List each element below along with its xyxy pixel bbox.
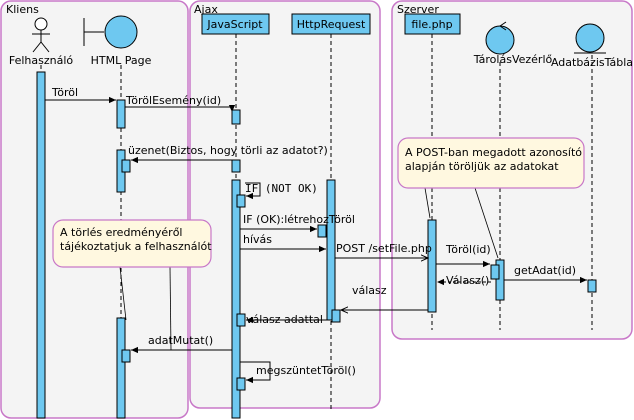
msg-if-ok: IF (OK):létrehozTöröl <box>243 213 355 226</box>
msg-valasz-func: Válasz() <box>446 274 489 287</box>
actor-felhasznalo: Felhasználó <box>9 17 74 67</box>
lane-title-szerver: Szerver <box>397 3 439 16</box>
note-post-line2: alapján töröljük az adatokat <box>405 160 559 173</box>
lane-kliens: Kliens <box>0 0 189 419</box>
actor-adatbazis-tabla: AdatbázisTábla <box>551 23 633 69</box>
msg-uzenet: üzenet(Biztos, hogy törli az adatot?) <box>128 144 328 157</box>
msg-valasz-adattal: válasz adattal <box>246 313 323 326</box>
msg-torol-esemeny: TörölEsemény(id) <box>125 94 221 107</box>
msg-megszuntet-torol: megszüntetTöröl() <box>256 364 356 377</box>
actor-label-adatbazis-tabla: AdatbázisTábla <box>551 56 633 69</box>
msg-adat-mutat: adatMutat() <box>148 334 213 347</box>
actor-tarolas-vezerlo: TárolásVezérlő <box>473 21 553 66</box>
entity-icon <box>574 23 606 54</box>
actor-label-html-page: HTML Page <box>91 54 152 67</box>
activation-bars <box>36 71 597 419</box>
msg-valasz: válasz <box>352 284 387 297</box>
actor-label-tarolas-vezerlo: TárolásVezérlő <box>473 53 553 66</box>
lane-title-kliens: Kliens <box>6 3 39 16</box>
msg-get-adat: getAdat(id) <box>514 264 576 277</box>
control-icon <box>485 21 515 55</box>
msg-hivas: hívás <box>243 233 272 246</box>
note-torles-line1: A törlés eredményéről <box>60 226 182 239</box>
boundary-icon <box>83 15 138 49</box>
stick-figure-icon <box>32 17 50 53</box>
message-arrows <box>45 96 587 384</box>
note-torles: A törlés eredményéről tájékoztatjuk a fe… <box>52 219 212 351</box>
actor-label-javascript: JavaScript <box>206 18 263 31</box>
msg-post: POST /setFile.php <box>336 242 432 255</box>
msg-torol: Töröl <box>51 86 78 99</box>
actor-httprequest: HttpRequest <box>291 13 371 35</box>
msg-if-not-ok: IF (NOT OK) <box>245 182 318 195</box>
actor-label-httprequest: HttpRequest <box>297 18 366 31</box>
msg-torol-id: Töröl(id) <box>445 243 491 256</box>
actor-html-page: HTML Page <box>83 15 152 67</box>
note-post: A POST-ban megadott azonosító alapján tö… <box>397 137 585 259</box>
actor-file-php: file.php <box>404 13 461 35</box>
lane-title-ajax: Ajax <box>194 3 218 16</box>
actor-label-felhasznalo: Felhasználó <box>9 54 74 67</box>
actor-label-file-php: file.php <box>411 18 452 31</box>
lane-ajax: Ajax <box>189 0 381 409</box>
note-torles-line2: tájékoztatjuk a felhasználót <box>60 240 212 253</box>
actor-javascript: JavaScript <box>201 13 270 35</box>
note-post-line1: A POST-ban megadott azonosító <box>405 146 582 159</box>
